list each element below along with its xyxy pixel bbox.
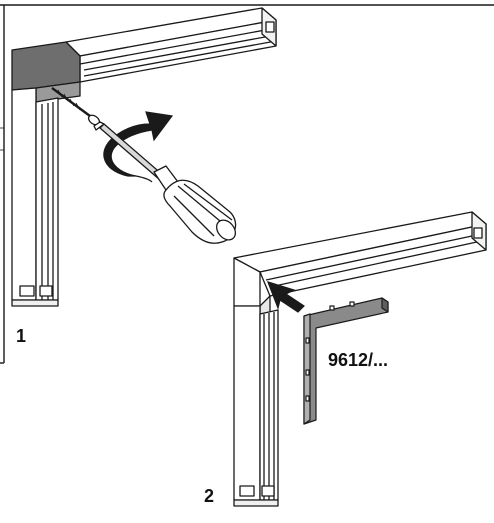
step-2-label: 2 [204,486,215,506]
part-number-label: 9612/... [328,350,389,370]
corner-bracket-icon [303,297,389,425]
panel-1-frame [0,4,494,364]
step-1-label: 1 [16,326,27,346]
screwdriver-icon [93,121,237,244]
step-1-frame-corner [11,7,277,307]
rotation-arrow-icon [103,111,174,183]
insert-arrow-icon [266,281,305,313]
step-2-frame-corner [233,211,487,507]
step-1-wall-edge [0,127,4,151]
screw-icon [51,87,101,126]
